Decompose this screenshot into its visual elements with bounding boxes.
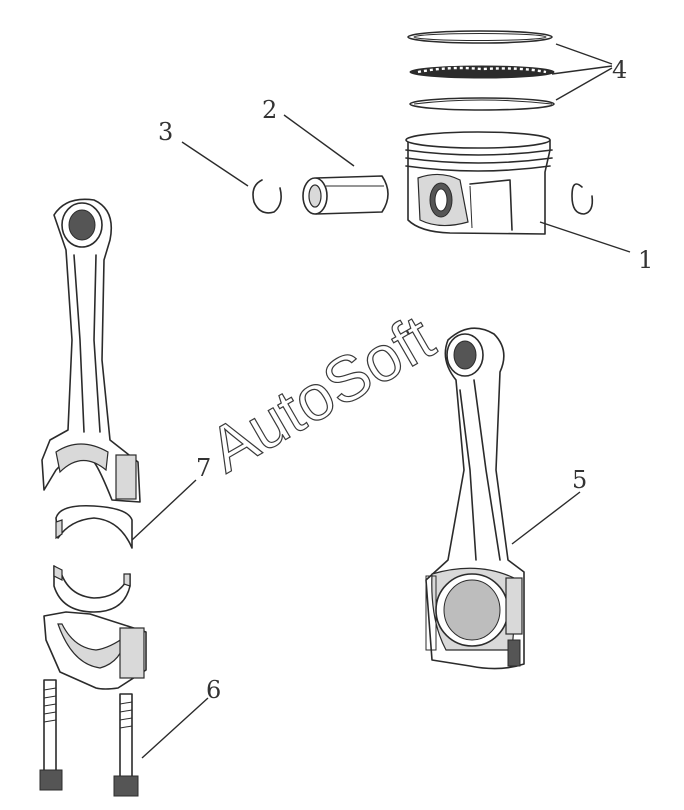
callout-6: 6 <box>206 676 221 704</box>
connecting-rod-cap <box>43 611 147 690</box>
callout-2: 2 <box>262 96 277 124</box>
callout-4: 4 <box>612 56 627 84</box>
connecting-rod-upper <box>41 198 141 503</box>
callout-1: 1 <box>638 246 653 274</box>
leader-lines <box>131 43 631 759</box>
piston-pin <box>302 175 389 215</box>
connecting-rod-assembled <box>425 327 525 670</box>
circlip <box>252 179 282 214</box>
watermark: AutoSoft <box>197 301 446 486</box>
piston-rings <box>407 30 555 111</box>
bearing-shells <box>53 504 133 613</box>
piston <box>405 131 553 235</box>
circlip-right <box>571 183 594 215</box>
callout-5: 5 <box>572 466 587 494</box>
callout-7: 7 <box>196 454 211 482</box>
callout-3: 3 <box>158 118 173 146</box>
rod-bolts <box>39 679 139 797</box>
